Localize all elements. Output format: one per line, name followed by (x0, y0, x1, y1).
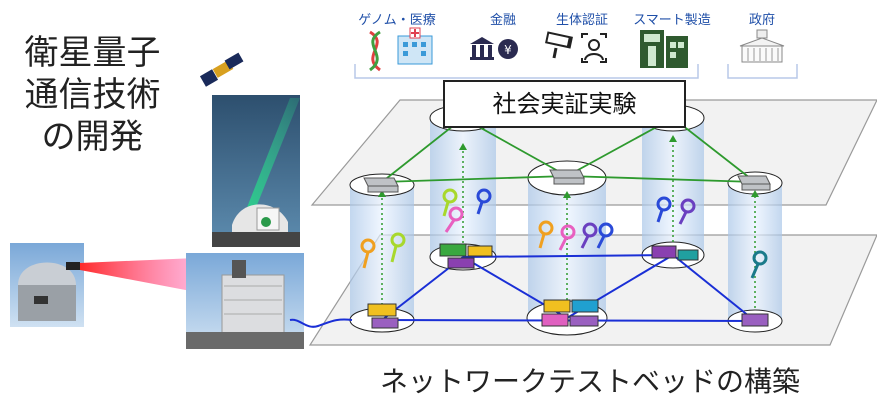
network-testbed-caption: ネットワークテストベッドの構築 (380, 365, 801, 398)
factory-icon (640, 30, 688, 68)
svg-text:¥: ¥ (504, 43, 512, 57)
key-icons (360, 188, 768, 279)
security-camera-icon (545, 31, 573, 59)
qkd-device-cluster-1 (367, 303, 399, 329)
qkd-device-cluster-5 (741, 313, 769, 327)
switch-icons (363, 169, 771, 193)
sector-label-government: 政府 (748, 13, 776, 28)
sector-bracket-left (354, 64, 699, 79)
sector-label-genome-medical: ゲノム・医療 (358, 13, 436, 28)
sector-label-biometric: 生体認証 (555, 13, 609, 28)
bank-icon (470, 37, 494, 60)
observatory-dome-photo (10, 243, 84, 327)
sector-label-finance: 金融 (489, 13, 517, 28)
ground-station-photo (212, 95, 300, 247)
social-demonstration-banner: 社会実証実験 (443, 80, 686, 128)
qkd-device-cluster-3 (541, 299, 599, 327)
optical-ground-station-photo (186, 253, 304, 349)
government-building-icon (739, 29, 785, 63)
qkd-device-cluster-4 (651, 245, 699, 261)
hospital-icon (397, 27, 433, 65)
sector-bracket-right (727, 64, 798, 79)
dna-icon (369, 30, 381, 72)
red-laser-beam (80, 258, 196, 292)
sector-label-smart-manufacturing: スマート製造 (633, 13, 711, 28)
satellite-icon (199, 52, 244, 87)
key-supply-arrows (378, 135, 759, 308)
face-scan-icon (581, 33, 607, 63)
satellite-quantum-title: 衛星量子 通信技術 の開発 (24, 33, 161, 157)
yen-coin-icon: ¥ (498, 39, 518, 59)
qkd-device-cluster-2 (439, 243, 493, 269)
